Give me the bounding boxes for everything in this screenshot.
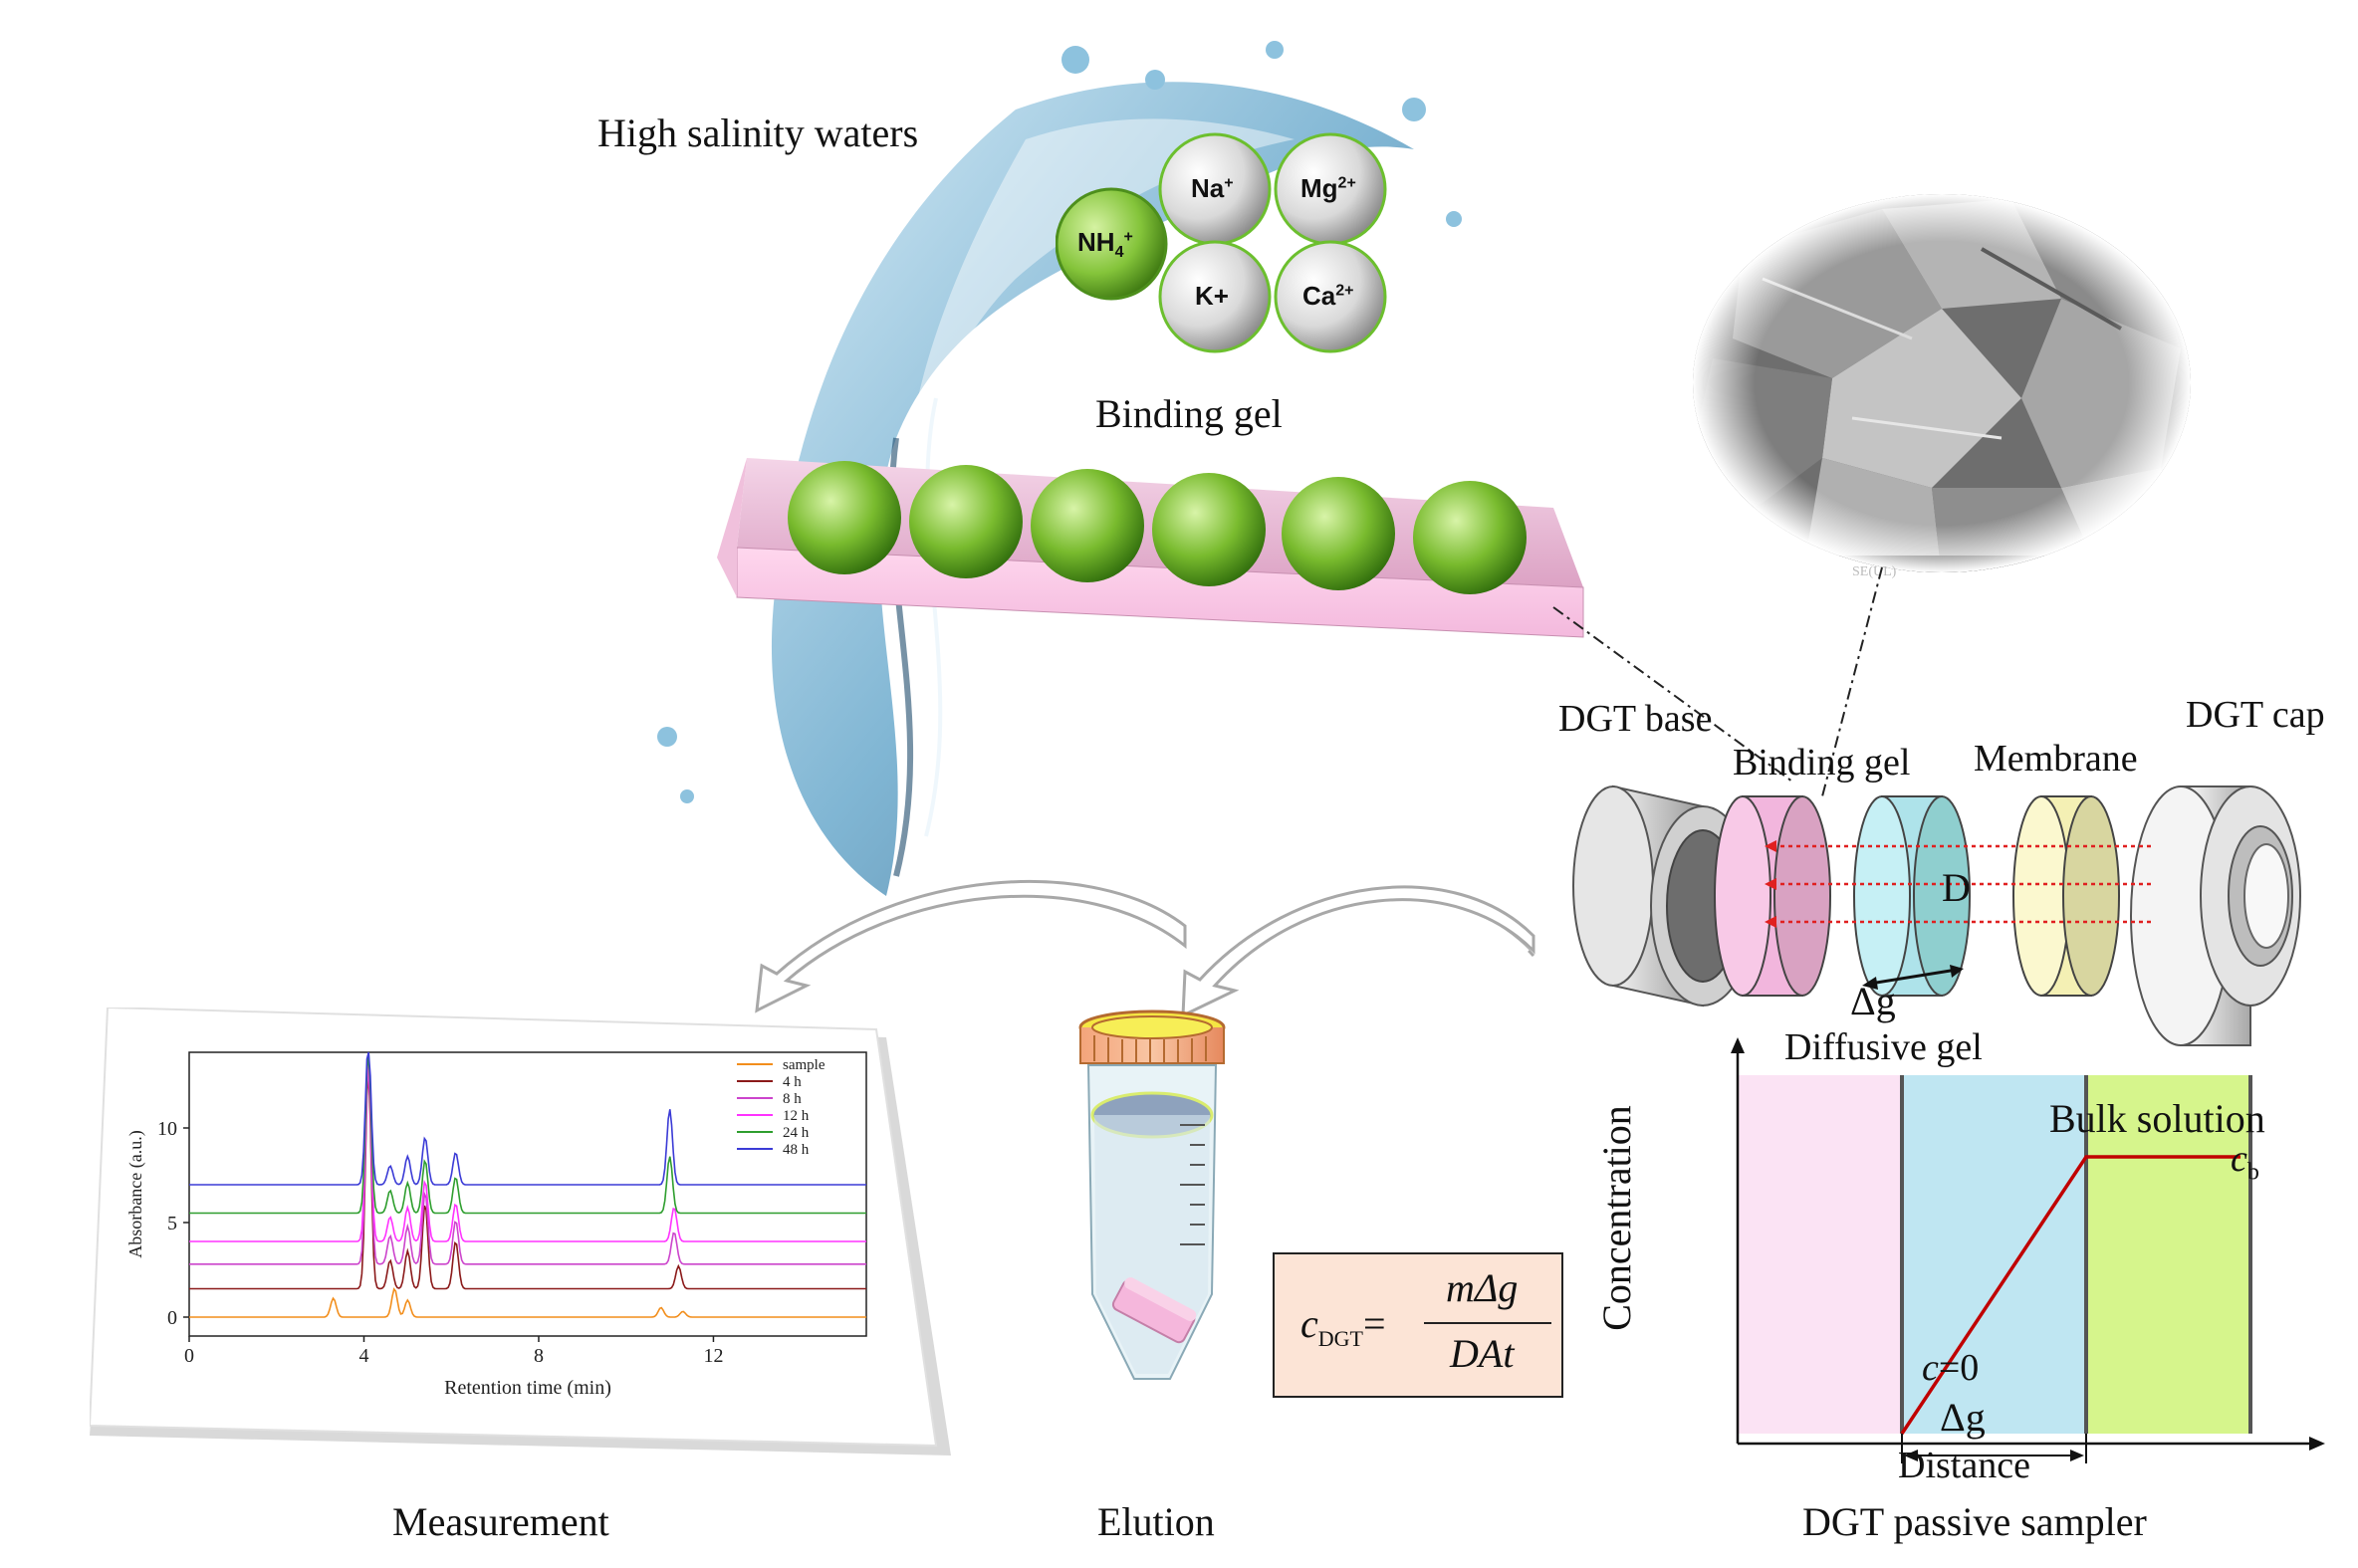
legend-label: 12 h [783,1108,810,1124]
y-tick-label: 10 [157,1118,177,1140]
water-label: High salinity waters [597,111,919,155]
fraction-bar [1424,1322,1551,1324]
diffusive-zone [1902,1075,2086,1434]
formula-numerator: mΔg [1446,1265,1519,1310]
ion-cluster [1056,132,1387,353]
diffusive-gel-label: Diffusive gel [1784,1026,1983,1068]
elution-tube [1078,1009,1226,1380]
dgt-device [1572,784,2301,1046]
dgt-base-label: DGT base [1558,698,1713,740]
k-ion [1158,240,1272,353]
caption-elution: Elution [1097,1499,1215,1544]
y-axis-label: Absorbance (a.u.) [125,1130,146,1257]
device-binding-gel-label: Binding gel [1733,742,1911,784]
x-tick-label: 4 [358,1345,368,1367]
sem-caption: SE(UL) [1852,564,1897,579]
x-tick-label: 0 [184,1345,194,1367]
y-tick-label: 0 [167,1307,177,1329]
c0-label: c=0 [1922,1347,1980,1389]
d-label: D [1942,865,1971,910]
plot-frame [188,1051,867,1337]
dgt-cap-label: DGT cap [2186,694,2325,736]
profile-line [1900,1155,2240,1435]
diffusion-arrows [1765,840,2151,928]
formula-lhs: cDGT= [1300,1301,1386,1351]
binding-zone [1738,1075,1902,1434]
series-line [189,1066,866,1265]
dgt-formula: cDGT= mΔg DAt [1273,1252,1563,1398]
legend-label: 8 h [783,1091,802,1107]
legend-label: 48 h [783,1142,810,1158]
formula-denominator: DAt [1450,1331,1515,1376]
process-arrows [755,879,1535,1018]
distance-label: Distance [1898,1445,2030,1486]
x-tick-label: 12 [703,1345,723,1367]
k-label: K+ [1195,281,1229,311]
binding-gel-slab [717,458,1584,638]
nh4-label: NH4+ [1077,227,1133,262]
membrane-label: Membrane [1974,738,2138,780]
binding-gel-title: Binding gel [1095,391,1283,436]
concentration-ylabel: Concentration [1593,1105,1639,1331]
gel-disc-in-tube [1111,1277,1197,1344]
series-line [189,1287,866,1318]
na-label: Na+ [1191,173,1234,203]
mg-label: Mg2+ [1300,173,1356,203]
profile-dg-label: Δg [1940,1395,1986,1440]
series-line [189,1053,866,1215]
legend-label: 4 h [783,1074,802,1090]
dgt-cap [2130,785,2301,1046]
concentration-profile [1731,1037,2325,1463]
ca-label: Ca2+ [1302,281,1354,311]
series-line [189,1062,866,1242]
x-tick-label: 8 [534,1345,544,1367]
caption-sampler: DGT passive sampler [1802,1499,2147,1544]
x-axis-label: Retention time (min) [444,1377,611,1399]
cb-label: cb [2231,1138,2259,1186]
connector-lines [1552,566,1883,797]
bulk-solution-label: Bulk solution [2049,1096,2265,1141]
nh4-ion [1056,187,1168,301]
binding-gel-disc [1714,795,1831,997]
legend-label: sample [783,1057,825,1073]
dg-arrow [1862,965,1964,990]
device-dg-label: Δg [1850,979,1896,1023]
membrane-disc [2012,795,2120,997]
series-line [189,1072,866,1290]
bulk-zone [2086,1075,2250,1434]
series-line [189,1051,866,1186]
y-tick-label: 5 [167,1213,177,1234]
legend-label: 24 h [783,1125,810,1141]
ca-ion [1274,240,1387,353]
caption-measurement: Measurement [392,1499,609,1544]
sem-micrograph: SE(UL) [1693,194,2191,579]
